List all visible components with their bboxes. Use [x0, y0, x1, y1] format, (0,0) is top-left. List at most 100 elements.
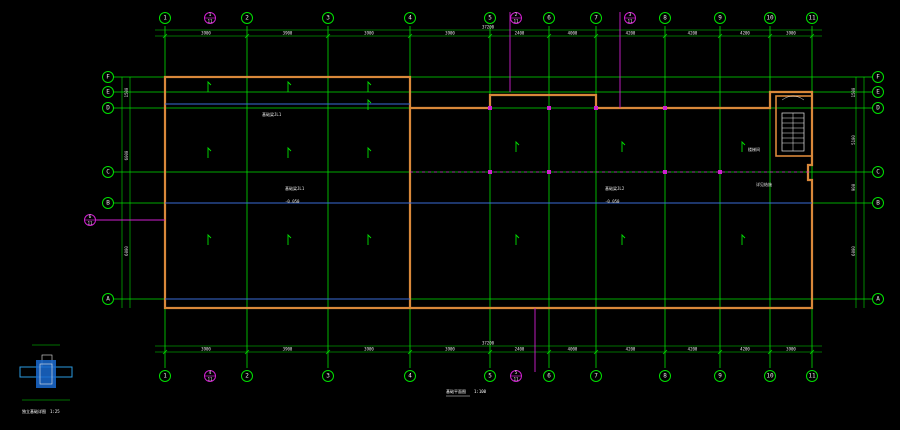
- grid-label-row: D: [106, 105, 110, 112]
- grid-bubble-row: [102, 166, 114, 178]
- grid-label-col: 4: [408, 15, 412, 22]
- grid-label-col: 4: [408, 373, 412, 380]
- dim-value: 3900: [786, 347, 796, 352]
- dim-tick: [717, 33, 723, 39]
- grid-bubble-col: [764, 370, 776, 382]
- detail-scale: 1:25: [50, 409, 60, 414]
- column-node: [547, 170, 551, 174]
- grid-label-col: 11: [808, 15, 816, 22]
- section-marker-id: 3: [629, 12, 632, 18]
- dim-value-left: 1500: [124, 87, 129, 97]
- dim-tick: [162, 349, 168, 355]
- dim-tick: [244, 33, 250, 39]
- grid-label-col: 2: [245, 373, 249, 380]
- left-zone-wall: [163, 75, 412, 310]
- footing-mark-arrow: [367, 146, 372, 158]
- footing-mark-arrow: [367, 233, 372, 245]
- grid-label-row: F: [876, 74, 880, 81]
- grid-bubble-col: [322, 12, 334, 24]
- dim-value: 2400: [515, 31, 525, 36]
- dim-tick: [546, 349, 552, 355]
- dim-value-right: 1500: [851, 87, 856, 97]
- grid-bubble-col: [806, 370, 818, 382]
- grid-bubble-row: [872, 86, 884, 98]
- dim-tick: [325, 349, 331, 355]
- grid-label-row: C: [106, 169, 110, 176]
- grid-bubble-col: [543, 370, 555, 382]
- grid-label-col: 3: [326, 373, 330, 380]
- footing-mark-arrow: [621, 233, 626, 245]
- footing-mark-arrow: [741, 233, 746, 245]
- footing-mark-arrow: [367, 80, 372, 92]
- grid-bubble-col: [241, 12, 253, 24]
- grid-label-row: E: [106, 89, 110, 96]
- footing-mark-arrow: [207, 80, 212, 92]
- detail-title: 独立基础详图: [22, 408, 46, 414]
- dim-value: 4000: [568, 31, 578, 36]
- grid-bubble-row: [102, 293, 114, 305]
- column-node: [663, 170, 667, 174]
- grid-label-row: D: [876, 105, 880, 112]
- grid-bubble-row: [872, 102, 884, 114]
- grid-label-col: 5: [488, 373, 492, 380]
- grid-bubble-col: [659, 370, 671, 382]
- stair-detail: [775, 95, 813, 157]
- section-marker-id: 1: [209, 12, 212, 18]
- footing-mark-arrow: [287, 233, 292, 245]
- dim-value-right: 900: [851, 183, 856, 191]
- dim-tick: [593, 33, 599, 39]
- footing-mark-arrow: [515, 233, 520, 245]
- zone-left-label-2: 基础梁JL1: [285, 185, 305, 191]
- dim-value: 3900: [445, 347, 455, 352]
- dim-value: 4200: [740, 347, 750, 352]
- grid-label-col: 11: [808, 373, 816, 380]
- section-marker-sheet: 11: [514, 376, 519, 381]
- dim-tick: [487, 33, 493, 39]
- footing-mark-arrow: [287, 80, 292, 92]
- stair-label: 楼梯间: [748, 146, 760, 152]
- dim-tick: [546, 33, 552, 39]
- dim-value: 3900: [445, 31, 455, 36]
- dim-value: 4200: [626, 31, 636, 36]
- dim-tick: [809, 33, 815, 39]
- grid-bubble-col: [484, 12, 496, 24]
- dim-tick: [244, 349, 250, 355]
- dim-tick: [767, 33, 773, 39]
- dim-value-left: 6000: [124, 150, 129, 160]
- right-zone-wall: [410, 90, 814, 310]
- dim-value: 4200: [626, 347, 636, 352]
- footing-mark-arrow: [287, 146, 292, 158]
- section-marker-sheet: 11: [88, 220, 93, 225]
- grid-label-col: 10: [766, 15, 774, 22]
- footing-mark-arrow: [741, 140, 746, 152]
- grid-label-row: F: [106, 74, 110, 81]
- dim-total: 37200: [482, 25, 495, 30]
- stair-note: 详见结施: [756, 181, 772, 187]
- footing-detail: [19, 344, 73, 401]
- grid-bubble-col: [404, 12, 416, 24]
- grid-label-col: 7: [594, 373, 598, 380]
- section-marker-sheet: 11: [208, 18, 213, 23]
- grid-label-row: E: [876, 89, 880, 96]
- grid-bubble-col: [322, 370, 334, 382]
- dim-value: 4200: [688, 31, 698, 36]
- grid-bubble-col: [590, 12, 602, 24]
- grid-bubble-col: [659, 12, 671, 24]
- dim-tick: [717, 349, 723, 355]
- footing-mark-arrow: [515, 140, 520, 152]
- grid-label-row: B: [876, 200, 880, 207]
- grid-bubble-col: [590, 370, 602, 382]
- dim-value: 4200: [740, 31, 750, 36]
- column-node: [488, 106, 492, 110]
- section-marker-sheet: 11: [208, 376, 213, 381]
- footing-mark-arrow: [207, 146, 212, 158]
- grid-label-row: C: [876, 169, 880, 176]
- dim-tick: [809, 349, 815, 355]
- section-marker-id: 2: [515, 12, 518, 18]
- dim-value-right: 5100: [851, 135, 856, 145]
- dim-value-left: 6000: [124, 246, 129, 256]
- dim-value: 3900: [786, 31, 796, 36]
- dim-tick: [662, 349, 668, 355]
- grid-bubble-col: [714, 12, 726, 24]
